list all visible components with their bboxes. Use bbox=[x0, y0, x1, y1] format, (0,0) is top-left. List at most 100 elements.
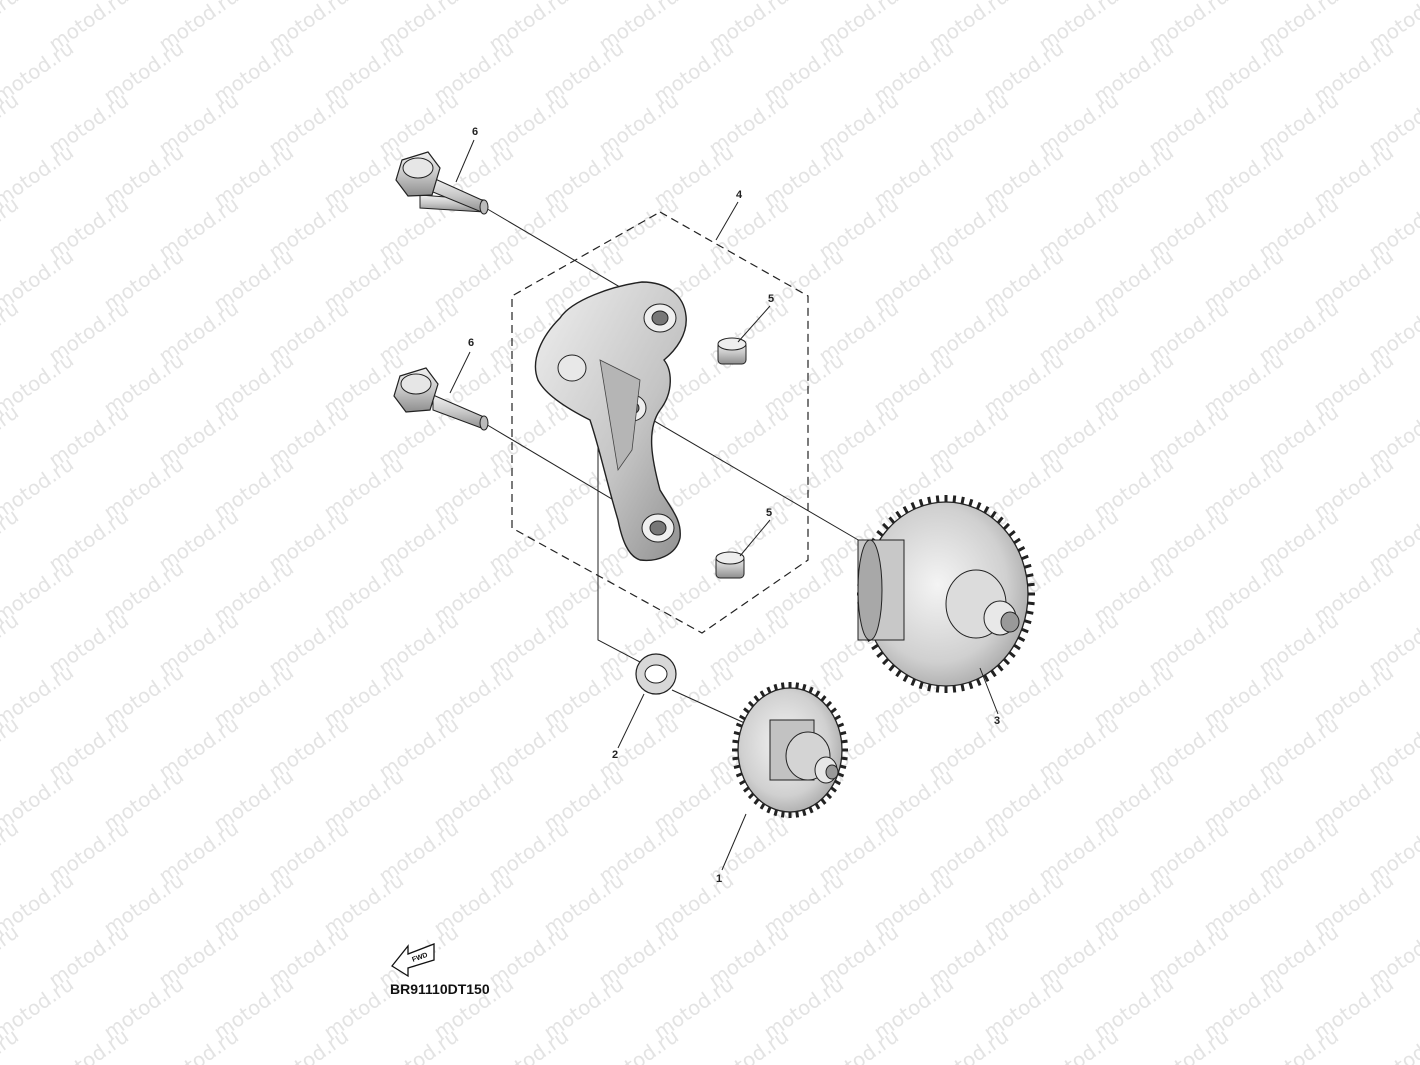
small-gear-assembly bbox=[732, 682, 848, 818]
diagram-code: BR91110DT150 bbox=[390, 981, 490, 997]
gear-tooth bbox=[820, 695, 827, 702]
gear-tooth bbox=[1026, 610, 1034, 615]
gear-tooth bbox=[918, 681, 924, 690]
gear-tooth bbox=[739, 714, 746, 721]
gear-tooth bbox=[814, 690, 821, 698]
gear-tooth bbox=[902, 674, 909, 683]
gear-tooth bbox=[990, 669, 997, 678]
gear-tooth bbox=[975, 501, 982, 510]
gear-tooth bbox=[996, 516, 1004, 524]
gear-tooth bbox=[820, 798, 827, 805]
gear-tooth bbox=[1027, 582, 1035, 587]
gear-tooth bbox=[766, 806, 772, 814]
gear-tooth bbox=[839, 764, 847, 770]
gear-tooth bbox=[952, 685, 957, 693]
gear-tooth bbox=[960, 683, 965, 692]
gear-tooth bbox=[902, 505, 909, 514]
assembly-outline-part-4 bbox=[511, 211, 809, 634]
gear-tooth bbox=[839, 730, 847, 736]
gear-tooth bbox=[837, 772, 845, 778]
gear-tooth bbox=[825, 700, 833, 708]
gear-tooth bbox=[808, 806, 814, 814]
gear-tooth bbox=[968, 498, 974, 507]
gear-tooth bbox=[837, 722, 845, 728]
gear-tooth bbox=[935, 495, 940, 503]
dowel-pin-lower bbox=[715, 551, 745, 579]
gear-tooth bbox=[747, 700, 755, 708]
watermark-text: motod.ru bbox=[1254, 1024, 1343, 1065]
gear-tooth bbox=[735, 722, 743, 728]
callout-part-5-upper: 5 bbox=[768, 293, 774, 305]
gear-tooth bbox=[1024, 563, 1032, 569]
watermark-text: motod.ru bbox=[374, 1024, 463, 1065]
watermark-text: motod.ru bbox=[1364, 1024, 1420, 1065]
watermark-text: motod.ru bbox=[0, 816, 23, 888]
watermark-text: motod.ru bbox=[0, 192, 23, 264]
large-gear-assembly bbox=[857, 495, 1035, 693]
gear-tooth bbox=[1002, 657, 1010, 666]
watermark-text: motod.ru bbox=[0, 712, 23, 784]
gear-tooth bbox=[747, 792, 755, 800]
watermark-text: motod.ru bbox=[0, 400, 23, 472]
gear-tooth bbox=[825, 792, 833, 800]
gear-tooth bbox=[960, 496, 965, 505]
callout-part-3: 3 bbox=[994, 715, 1000, 727]
gear-tooth bbox=[876, 530, 884, 537]
watermark-text: motod.ru bbox=[154, 1024, 243, 1065]
gear-tooth bbox=[1027, 601, 1035, 606]
gear-tooth bbox=[733, 730, 741, 736]
gear-tooth bbox=[780, 811, 785, 818]
watermark-text: motod.ru bbox=[814, 1024, 903, 1065]
gear-tooth bbox=[795, 811, 800, 818]
gear-tooth bbox=[834, 779, 841, 786]
gear-tooth bbox=[910, 678, 917, 687]
gear-tooth bbox=[759, 690, 766, 698]
callout-part-6-lower: 6 bbox=[468, 337, 474, 349]
gear-tooth bbox=[743, 707, 750, 714]
watermark-text: motod.ru bbox=[1034, 1024, 1123, 1065]
watermark-text: motod.ru bbox=[0, 0, 23, 56]
gear-tooth bbox=[888, 516, 896, 524]
gear-tooth bbox=[841, 756, 848, 761]
gear-tooth bbox=[935, 685, 940, 693]
forward-arrow-icon: FWD bbox=[391, 943, 435, 978]
callout-part-1: 1 bbox=[716, 873, 722, 885]
gear-tooth bbox=[743, 786, 750, 793]
gear-tooth bbox=[830, 786, 837, 793]
gear-tooth bbox=[882, 522, 890, 531]
gear-tooth bbox=[888, 664, 896, 672]
gear-tooth bbox=[766, 686, 772, 694]
callout-part-2: 2 bbox=[612, 749, 618, 761]
gear-tooth bbox=[876, 651, 884, 658]
gear-tooth bbox=[808, 686, 814, 694]
gear-tooth bbox=[739, 779, 746, 786]
gear-tooth bbox=[753, 695, 760, 702]
gear-tooth bbox=[1002, 522, 1010, 531]
gear-tooth bbox=[1013, 537, 1021, 545]
watermark-text: motod.ru bbox=[594, 1024, 683, 1065]
gear-tooth bbox=[1017, 546, 1026, 552]
gear-tooth bbox=[841, 739, 848, 744]
gear-tooth bbox=[1013, 643, 1021, 651]
gear-tooth bbox=[732, 756, 739, 761]
watermark-text: motod.ru bbox=[44, 1024, 133, 1065]
gear-tooth bbox=[910, 501, 917, 510]
gear-tooth bbox=[830, 707, 837, 714]
gear-tooth bbox=[1026, 573, 1034, 578]
watermark-text: motod.ru bbox=[264, 1024, 353, 1065]
gear-tooth bbox=[968, 681, 974, 690]
shaft-bracket bbox=[534, 281, 687, 562]
gear-tooth bbox=[773, 683, 778, 691]
gear-tooth bbox=[927, 496, 932, 505]
gear-tooth bbox=[990, 510, 997, 519]
gear-tooth bbox=[814, 802, 821, 810]
callout-part-5-lower: 5 bbox=[766, 507, 772, 519]
gear-tooth bbox=[780, 682, 785, 689]
gear-tooth bbox=[1008, 651, 1016, 658]
gear-tooth bbox=[1021, 627, 1029, 634]
watermark-text: motod.ru bbox=[924, 1024, 1013, 1065]
watermark-text: motod.ru bbox=[484, 1024, 573, 1065]
gear-tooth bbox=[1021, 554, 1029, 561]
gear-tooth bbox=[983, 505, 990, 514]
